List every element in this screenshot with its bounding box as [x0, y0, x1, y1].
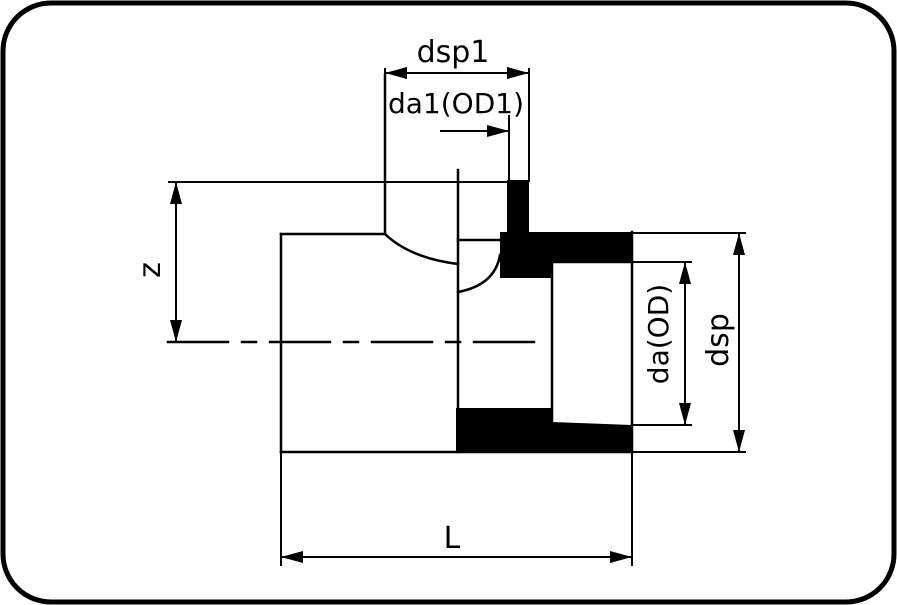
da1-label: da1(OD1) [388, 87, 524, 120]
dimension-z [168, 181, 527, 342]
dsp1-label: dsp1 [417, 35, 490, 70]
fitting-body [279, 73, 634, 454]
dimension-da [632, 261, 692, 426]
l-label: L [444, 521, 461, 556]
da-label: da(OD) [642, 284, 675, 384]
dimension-dsp1 [384, 67, 530, 182]
dimension-dsp [632, 232, 746, 453]
dimension-l [280, 452, 633, 566]
dsp-label: dsp [701, 313, 736, 367]
dimension-da1 [440, 115, 510, 182]
z-label: z [133, 262, 168, 278]
